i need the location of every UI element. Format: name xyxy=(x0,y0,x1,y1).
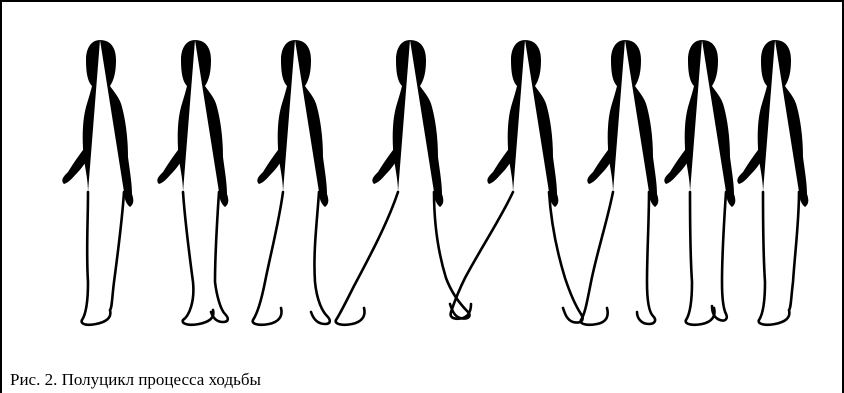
walking-figure-3 xyxy=(253,40,330,325)
figure-caption: Рис. 2. Полуцикл процесса ходьбы xyxy=(10,370,261,390)
walking-figure-1 xyxy=(62,40,133,325)
walking-figure-8 xyxy=(737,40,808,325)
walking-figure-6 xyxy=(581,40,659,325)
walking-figure-5 xyxy=(451,40,583,323)
walking-figure-7 xyxy=(664,40,735,325)
walking-figure-2 xyxy=(157,40,228,325)
walking-figure-4 xyxy=(336,40,470,325)
